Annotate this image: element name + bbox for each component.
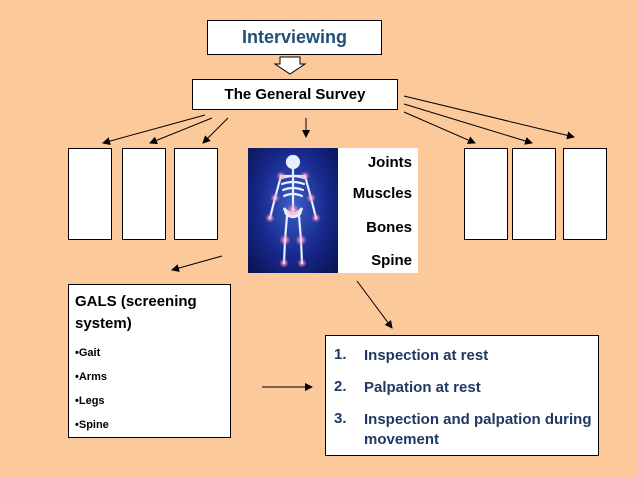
exam-item-text: Inspection at rest (364, 347, 489, 364)
general-survey-label: The General Survey (224, 86, 366, 103)
arrow-to-gals (171, 255, 223, 272)
general-survey-box: The General Survey (192, 79, 398, 110)
arrow-to-box-5 (403, 103, 533, 145)
arrow-to-box-4 (403, 111, 476, 144)
arrow-to-box-1 (102, 114, 206, 146)
gals-item-spine: •Spine (75, 419, 109, 431)
body-part-bones: Bones (366, 219, 412, 236)
exam-item-number: 2. (334, 378, 347, 395)
exam-item-text: Palpation at rest (364, 379, 481, 396)
exam-item-text: Inspection and palpation during movement (364, 411, 592, 448)
gals-title: GALS (screening system) (75, 293, 197, 332)
arrow-to-exam (356, 280, 393, 329)
interviewing-label: Interviewing (241, 27, 348, 47)
gals-item-gait: •Gait (75, 347, 101, 359)
body-part-joints: Joints (367, 154, 412, 171)
body-part-spine: Spine (371, 252, 412, 269)
body-part-muscles: Muscles (352, 185, 412, 202)
arrow-to-box-6 (403, 95, 575, 140)
arrow-to-box-3 (202, 117, 229, 144)
gals-item-legs: •Legs (75, 395, 105, 407)
interviewing-box: Interviewing (207, 20, 382, 55)
skeleton-image (248, 148, 338, 273)
hollow-down-arrow (273, 56, 307, 75)
exam-item-number: 1. (334, 346, 347, 363)
empty-box-5 (512, 148, 556, 240)
examination-box: 1. Inspection at rest 2. Palpation at re… (325, 335, 599, 456)
exam-item-number: 3. (334, 410, 347, 427)
empty-box-4 (464, 148, 508, 240)
empty-box-1 (68, 148, 112, 240)
gals-item-arms: •Arms (75, 371, 107, 383)
gals-box: GALS (screening system) •Gait •Arms •Leg… (68, 284, 231, 438)
empty-box-6 (563, 148, 607, 240)
arrow-to-box-2 (149, 117, 213, 145)
empty-box-2 (122, 148, 166, 240)
empty-box-3 (174, 148, 218, 240)
body-parts-box: Joints Muscles Bones Spine (338, 148, 418, 273)
